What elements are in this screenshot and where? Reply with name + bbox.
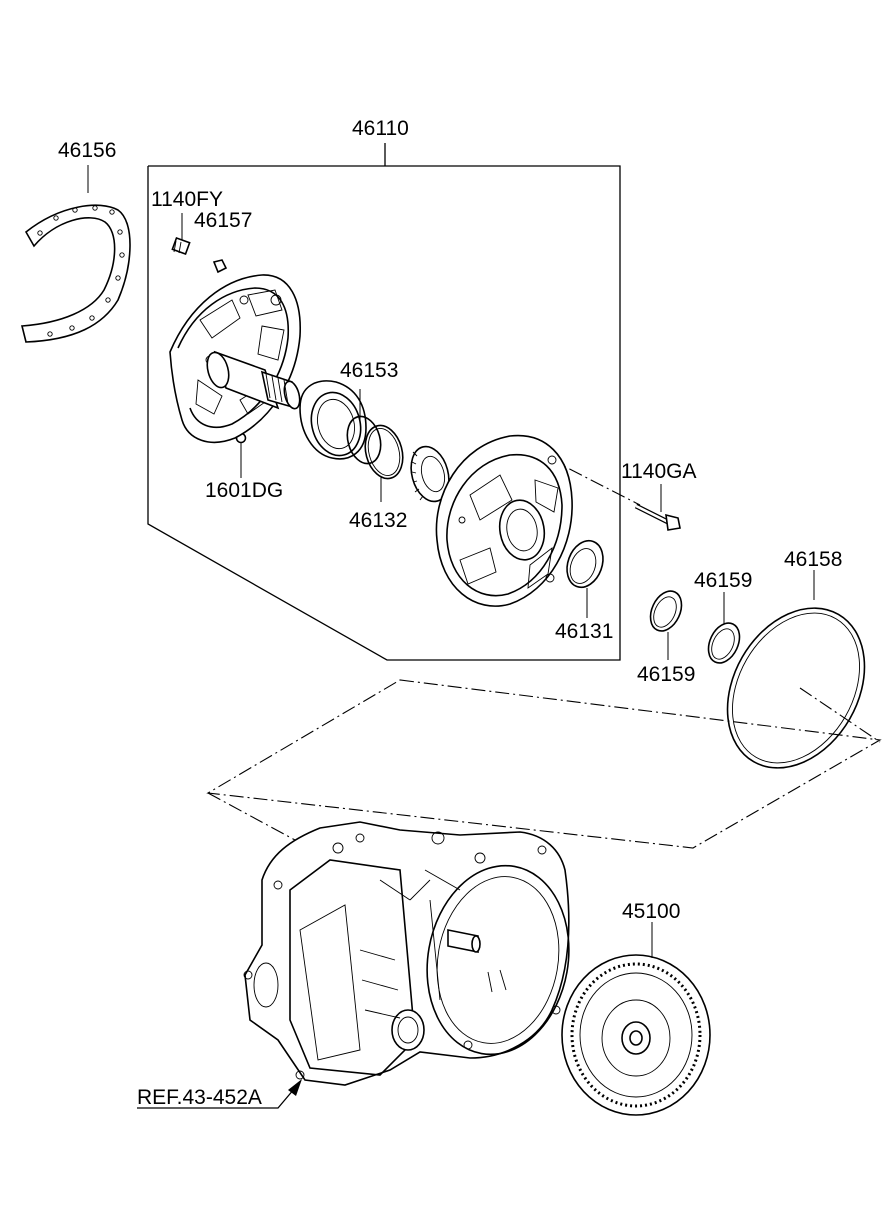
label-46156: 46156: [58, 139, 116, 162]
gasket-46156: [20, 165, 131, 343]
label-46158: 46158: [784, 548, 842, 571]
bolt-1140FY: [171, 213, 191, 256]
label-46110: 46110: [352, 117, 409, 140]
label-46159-bottom: 46159: [637, 663, 695, 686]
pin-46157: [212, 259, 228, 274]
label-ref: REF.43-452A: [137, 1086, 262, 1109]
label-1601DG: 1601DG: [205, 479, 283, 502]
label-46159-top: 46159: [694, 569, 752, 592]
torque-converter-45100: [561, 922, 711, 1116]
o-rings-46132: [346, 389, 404, 502]
reference-arrow: [137, 1079, 302, 1109]
label-46153: 46153: [340, 359, 398, 382]
pump-body-plate: [169, 274, 301, 444]
pump-cover: [435, 434, 573, 607]
label-1140FY: 1140FY: [151, 188, 223, 211]
ball-1601DG: [235, 432, 247, 478]
label-1140GA: 1140GA: [621, 460, 697, 483]
seal-46131: [566, 539, 604, 618]
assembly-46110-outline: [147, 143, 621, 661]
inner-gear: [410, 445, 450, 503]
label-46132: 46132: [349, 509, 407, 532]
outer-rotor: [299, 380, 367, 460]
label-45100: 45100: [622, 900, 680, 923]
part-labels: 46110 46156 1140FY 46157 46153 1601DG 46…: [58, 117, 842, 1109]
washer-46159-right: [707, 592, 741, 664]
o-ring-46158: [726, 570, 866, 769]
installation-dashed-plane: [206, 457, 882, 849]
bolt-1140GA: [634, 484, 681, 531]
washer-46159-left: [649, 590, 683, 660]
label-46131: 46131: [555, 620, 613, 643]
label-46157: 46157: [194, 209, 252, 232]
transmission-housing: [243, 821, 570, 1086]
